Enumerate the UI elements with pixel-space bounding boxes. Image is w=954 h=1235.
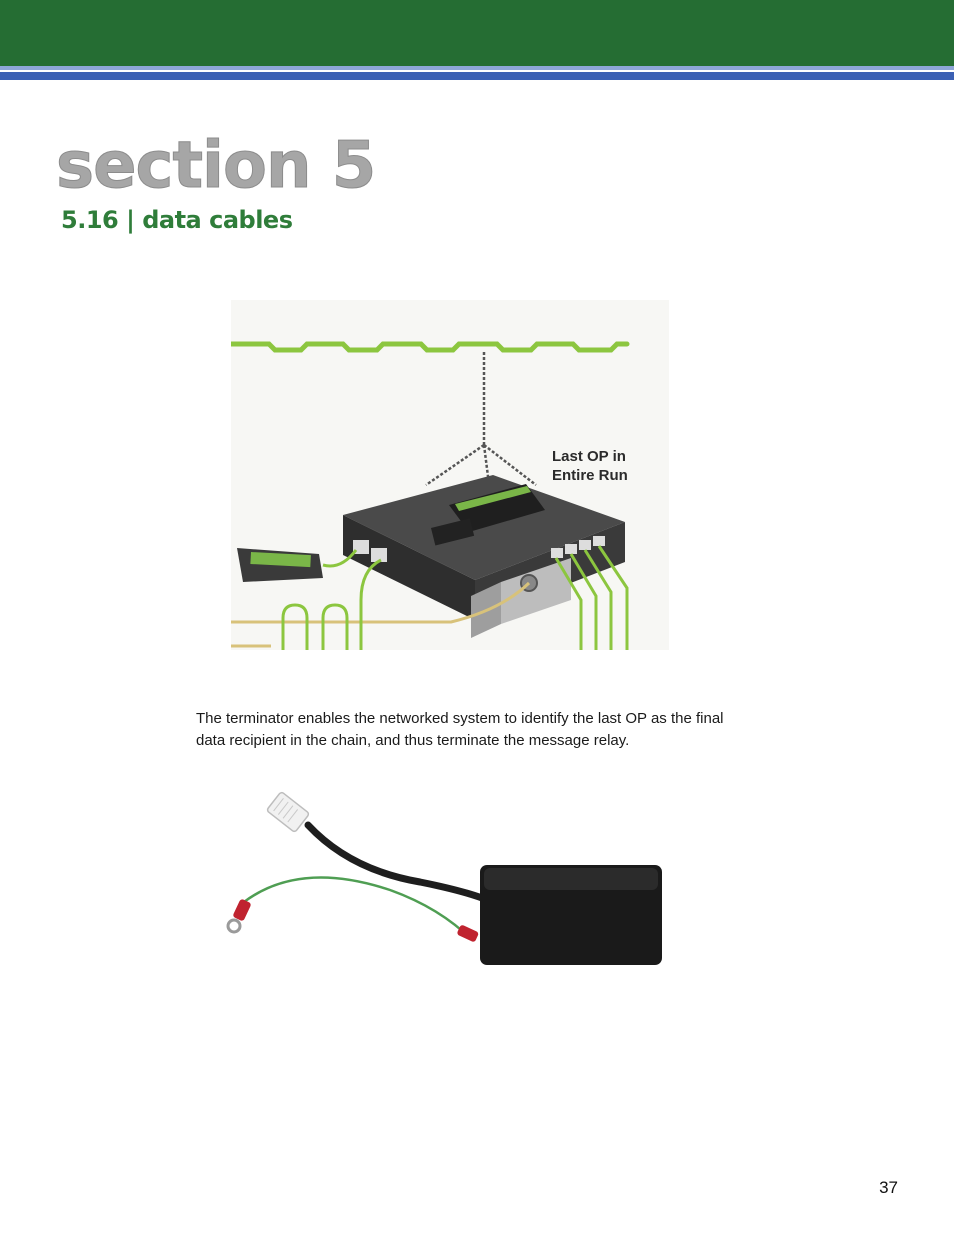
terminator-box [480,865,662,965]
section-title: section 5 [55,129,376,204]
terminator-photo [226,791,662,965]
op-controller-box [343,475,625,638]
last-op-diagram: Last OP in Entire Run [231,300,669,650]
green-wire [243,876,473,941]
header-band [0,0,954,66]
page-number: 37 [879,1178,898,1197]
black-cable [304,821,486,902]
header-stripe [0,72,954,80]
rj-connector [266,791,310,833]
terminator-module-illustration [237,548,323,582]
header-stripe-light [0,66,954,70]
roof-profile [231,341,630,353]
header-stripe-white [0,70,954,72]
last-op-label-line1: Last OP in [552,448,626,465]
last-op-label-line2: Entire Run [552,467,628,484]
data-cables [231,545,629,650]
subsection-title: 5.16 | data cables [61,206,293,234]
body-paragraph: The terminator enables the networked sys… [196,710,724,749]
ring-terminal-left [226,899,251,934]
